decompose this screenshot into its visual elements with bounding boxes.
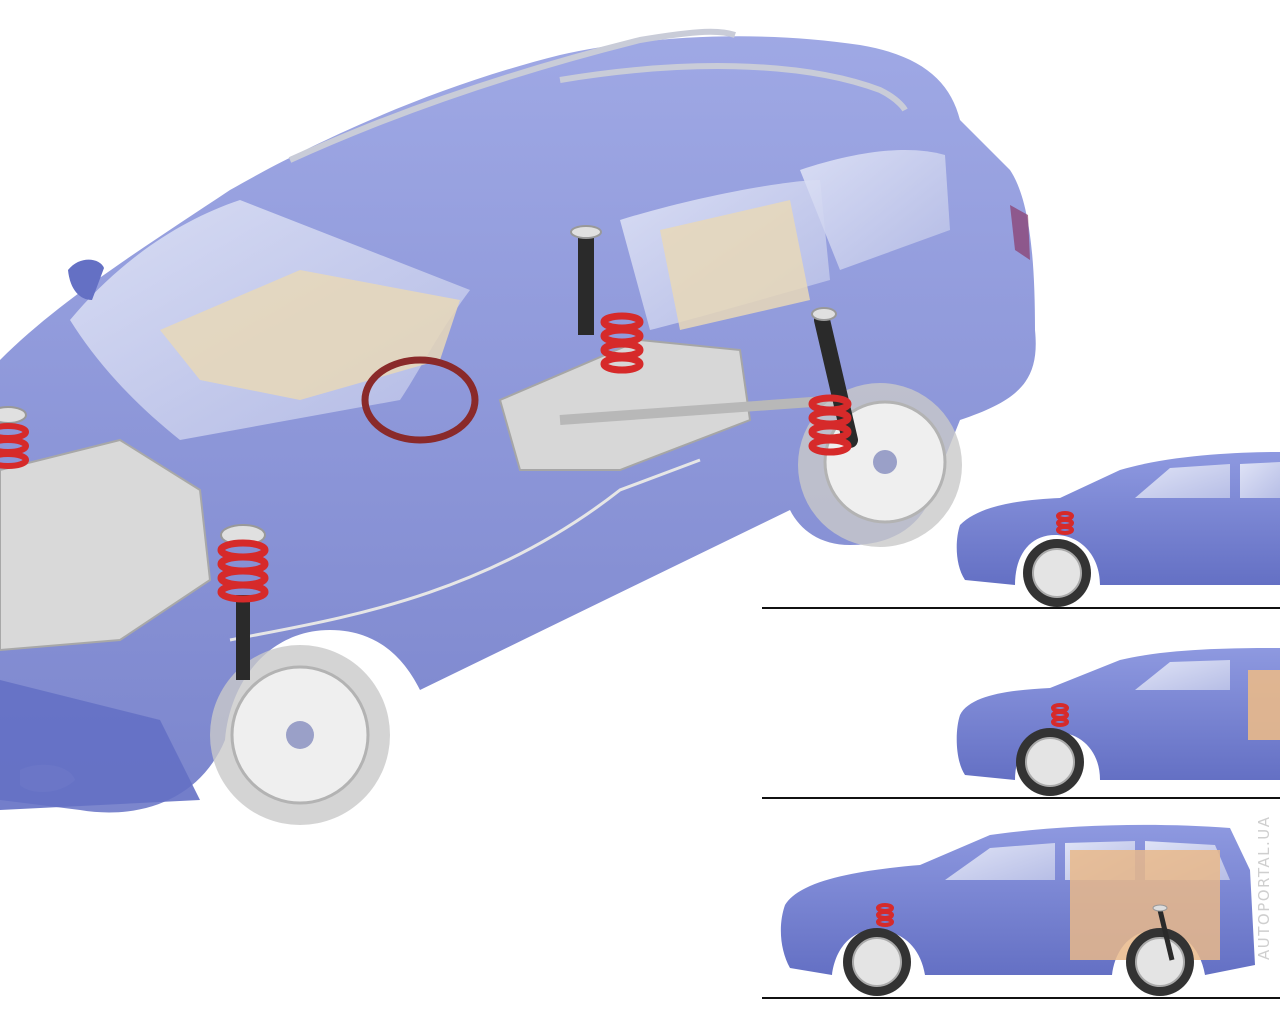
front-wheel [1023, 539, 1091, 607]
side-window [1135, 464, 1230, 498]
rear-left-coil-spring [600, 312, 644, 374]
front-right-strut [0, 406, 29, 469]
rear-left-suspension [570, 225, 644, 374]
interior-seats [660, 200, 810, 330]
coil-spring [1051, 703, 1069, 727]
roof-rail [288, 28, 736, 163]
coil-spring [876, 903, 894, 927]
front-wheel [210, 645, 390, 825]
car-side-body [956, 452, 1280, 585]
front-left-strut [217, 524, 269, 680]
brake-line [229, 458, 701, 642]
watermark: AUTOPORTAL.UA [1255, 815, 1273, 960]
main-car-cutaway [0, 28, 1036, 825]
front-left-coil-spring [217, 539, 269, 603]
side-window [1240, 462, 1280, 498]
front-bumper [0, 680, 200, 810]
load-state-partial [762, 648, 1280, 799]
load-state-full [762, 824, 1280, 999]
door-mirror [68, 259, 104, 300]
rear-damper [1152, 904, 1175, 961]
car-side-body [956, 648, 1280, 780]
rear-wheel [1126, 928, 1194, 996]
load-state-empty [762, 452, 1280, 609]
engine-block [0, 438, 212, 652]
rear-axle [559, 395, 841, 425]
steering-wheel [361, 356, 479, 444]
roof-rail [559, 63, 908, 112]
rear-right-suspension [808, 307, 858, 456]
side-window [945, 843, 1055, 880]
rear-right-coil-spring [808, 394, 852, 456]
side-window [1135, 660, 1230, 690]
side-window [800, 150, 950, 270]
tail-light [1010, 205, 1030, 260]
coil-spring [1056, 511, 1074, 535]
front-wheel [843, 928, 911, 996]
front-wheel [1016, 728, 1084, 796]
cargo-load [1248, 670, 1280, 740]
